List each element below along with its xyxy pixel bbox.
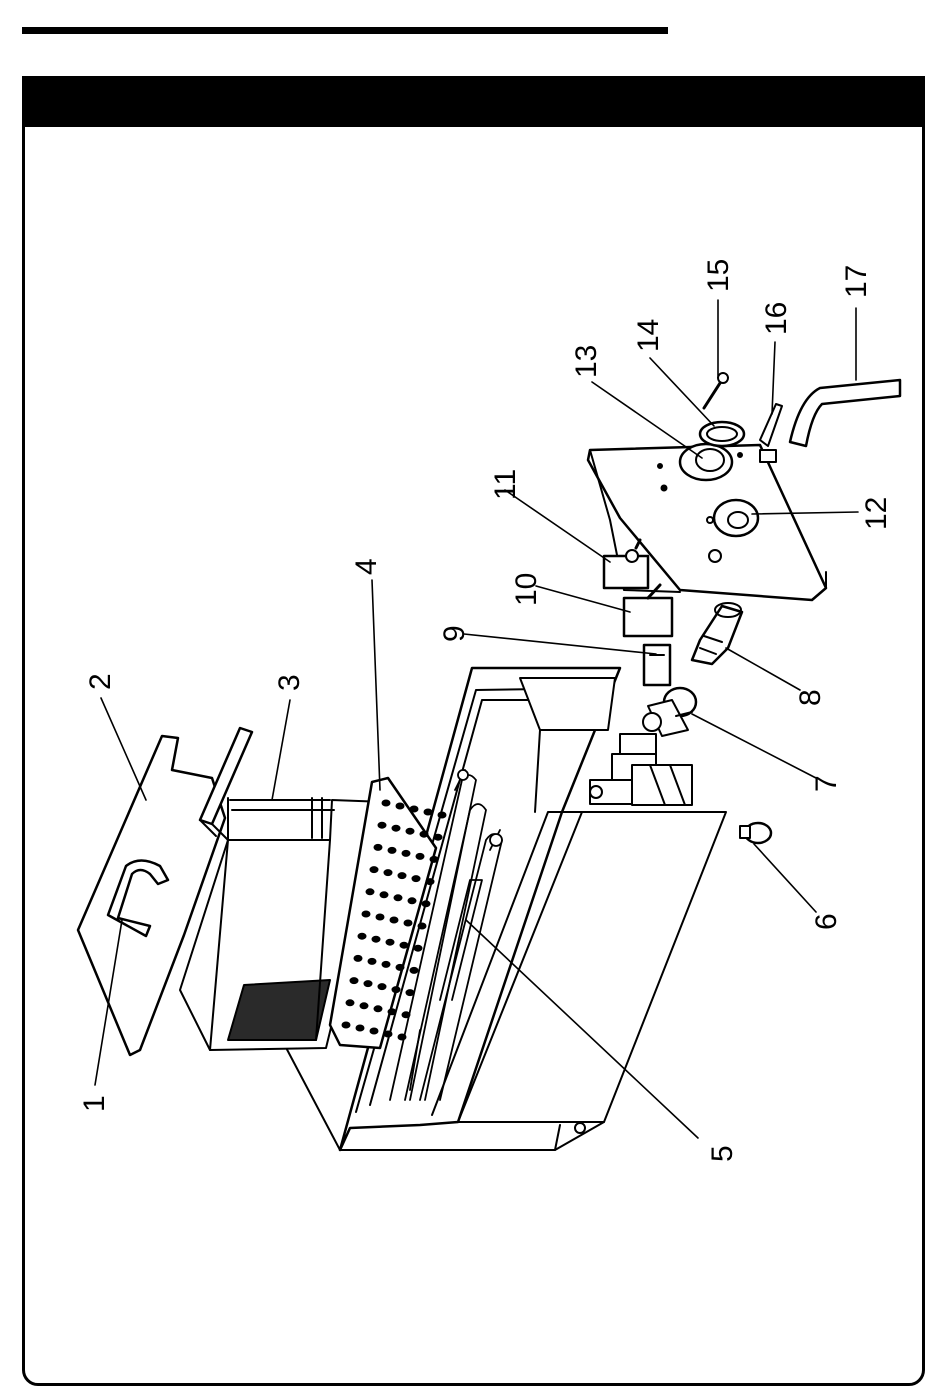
plate-hole (370, 1028, 379, 1035)
plate-hole (412, 875, 421, 882)
plate-hole (368, 958, 377, 965)
drain-fitting (692, 603, 742, 664)
callout-1: 1 (78, 1095, 111, 1112)
plate-hole (426, 878, 435, 885)
plate-hole (346, 999, 355, 1006)
plate-hole (380, 891, 389, 898)
plate-hole (398, 872, 407, 879)
callout-13: 13 (570, 345, 603, 378)
thermostat-knob (714, 500, 758, 536)
plate-hole (382, 961, 391, 968)
drain-valve (643, 688, 696, 736)
plate-hole (390, 917, 399, 924)
plate-hole (398, 1034, 407, 1041)
bracket (644, 645, 670, 685)
plate-hole (376, 914, 385, 921)
callout-9: 9 (438, 625, 471, 642)
plate-hole (370, 866, 379, 873)
plate-hole (394, 894, 403, 901)
plate-hole (356, 1025, 365, 1032)
plate-hole (404, 920, 413, 927)
plate-hole (396, 803, 405, 810)
plate-hole (358, 933, 367, 940)
callout-8: 8 (794, 689, 827, 706)
plate-hole (438, 812, 447, 819)
callout-17: 17 (840, 265, 873, 298)
drain-lever (760, 404, 782, 462)
plate-hole (374, 1005, 383, 1012)
plate-hole (430, 856, 439, 863)
screw (704, 373, 728, 408)
callout-11: 11 (489, 469, 522, 500)
plate-hole (388, 847, 397, 854)
plate-hole (372, 936, 381, 943)
plate-hole (434, 834, 443, 841)
plate-hole (402, 1011, 411, 1018)
callout-5: 5 (706, 1145, 739, 1162)
plate-hole (420, 831, 429, 838)
sealing-ring (700, 422, 744, 446)
callout-10: 10 (510, 573, 543, 606)
plate-hole (392, 825, 401, 832)
callout-6: 6 (810, 913, 843, 930)
foot (740, 823, 771, 843)
plate-hole (350, 977, 359, 984)
plate-hole (342, 1022, 351, 1029)
plate-hole (408, 897, 417, 904)
plate-hole (418, 923, 427, 930)
plate-hole (424, 809, 433, 816)
callout-15: 15 (702, 259, 735, 292)
plate-hole (410, 967, 419, 974)
plate-hole (362, 911, 371, 918)
plate-hole (388, 1008, 397, 1015)
plate-hole (402, 850, 411, 857)
plate-hole (386, 939, 395, 946)
plate-hole (378, 983, 387, 990)
plate-hole (416, 853, 425, 860)
callout-16: 16 (760, 302, 793, 335)
plate-hole (354, 955, 363, 962)
callout-7: 7 (810, 775, 843, 792)
plate-hole (384, 869, 393, 876)
plate-hole (366, 888, 375, 895)
plate-hole (414, 945, 423, 952)
plate-hole (364, 980, 373, 987)
plate-hole (384, 1031, 393, 1038)
plate-hole (360, 1002, 369, 1009)
callout-4: 4 (350, 558, 383, 575)
plate-hole (422, 900, 431, 907)
drain-hose (790, 380, 900, 446)
callout-2: 2 (84, 673, 117, 690)
plate-hole (396, 964, 405, 971)
plate-hole (406, 828, 415, 835)
switch (604, 540, 648, 588)
callout-12: 12 (860, 497, 893, 530)
control-block (624, 585, 672, 636)
plate-hole (382, 800, 391, 807)
plate-hole (378, 822, 387, 829)
plate-hole (410, 806, 419, 813)
plate-hole (400, 942, 409, 949)
plate-hole (406, 989, 415, 996)
plate-hole (374, 844, 383, 851)
callout-14: 14 (632, 319, 665, 352)
callout-3: 3 (273, 674, 306, 691)
plate-hole (392, 986, 401, 993)
pilot-bezel (680, 444, 732, 480)
